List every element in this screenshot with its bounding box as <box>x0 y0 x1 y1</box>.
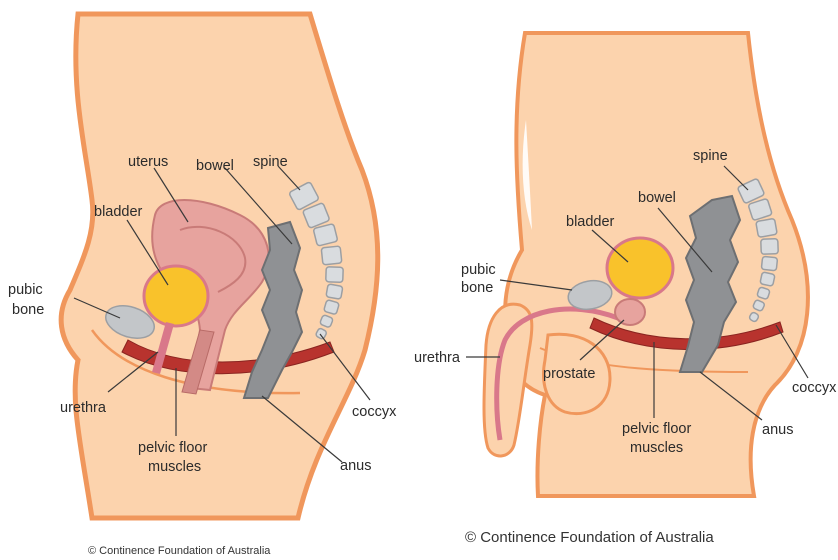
female-label-pubic: pubic <box>8 282 43 298</box>
female-label-anus: anus <box>340 458 371 474</box>
male-bladder <box>607 238 673 298</box>
male-label-prostate: prostate <box>543 366 595 382</box>
female-label-spine: spine <box>253 154 288 170</box>
female-copyright: © Continence Foundation of Australia <box>88 545 271 557</box>
female-label-bone: bone <box>12 302 44 318</box>
female-bladder <box>144 266 208 326</box>
male-label-urethra: urethra <box>414 350 461 366</box>
male-figure: spine bowel bladder pubic bone urethra p… <box>414 33 837 546</box>
female-figure: uterus bowel spine bladder pubic bone ur… <box>8 14 397 557</box>
male-prostate <box>615 299 645 325</box>
female-label-coccyx: coccyx <box>352 404 397 420</box>
male-label-muscles: muscles <box>630 440 683 456</box>
male-label-coccyx: coccyx <box>792 380 837 396</box>
female-label-uterus: uterus <box>128 154 168 170</box>
female-body-highlight <box>63 145 74 245</box>
male-label-spine: spine <box>693 148 728 164</box>
male-copyright: © Continence Foundation of Australia <box>465 529 714 546</box>
female-label-bladder: bladder <box>94 204 143 220</box>
male-label-pubic: pubic <box>461 262 496 278</box>
female-label-bowel: bowel <box>196 158 234 174</box>
male-penis <box>484 304 532 456</box>
male-label-bone: bone <box>461 280 493 296</box>
male-label-anus: anus <box>762 422 793 438</box>
female-label-pelvic-floor: pelvic floor <box>138 440 207 456</box>
female-label-muscles: muscles <box>148 459 201 475</box>
male-label-pelvic-floor: pelvic floor <box>622 421 691 437</box>
female-label-urethra: urethra <box>60 400 107 416</box>
male-label-bowel: bowel <box>638 190 676 206</box>
male-label-bladder: bladder <box>566 214 615 230</box>
